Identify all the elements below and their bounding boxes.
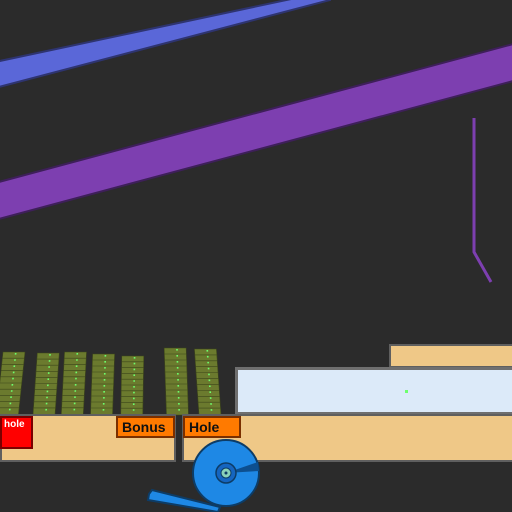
bonus-target[interactable]: Bonus — [116, 416, 175, 438]
domino-dot — [177, 373, 179, 375]
domino-dot — [74, 384, 77, 386]
domino-dot — [132, 409, 135, 411]
hole-small-label: hole — [4, 419, 25, 430]
purple-ramp — [0, 43, 512, 220]
domino-dot — [103, 379, 106, 381]
domino-dot — [208, 373, 210, 376]
domino-dot — [8, 408, 11, 411]
domino-dot — [133, 380, 135, 382]
blue-flipper[interactable] — [146, 488, 222, 512]
domino-dot — [206, 350, 209, 352]
domino-dot — [48, 360, 51, 362]
domino-dot — [209, 397, 212, 399]
domino-dot — [75, 377, 77, 380]
domino-dot — [104, 367, 106, 369]
domino-dot — [207, 367, 210, 370]
domino-dot — [13, 365, 16, 367]
domino-dot — [209, 391, 212, 393]
domino-dot — [47, 372, 50, 374]
domino-dot — [11, 384, 14, 386]
domino-dot — [76, 353, 79, 355]
domino-dot — [206, 355, 209, 358]
domino-dot — [74, 390, 77, 392]
purple-hook — [472, 118, 493, 283]
domino-dot — [45, 402, 48, 405]
domino-dot — [210, 403, 212, 405]
domino-dot — [14, 359, 16, 361]
domino-dot — [75, 371, 78, 374]
domino-dot — [103, 385, 106, 387]
glass-dot — [405, 390, 408, 393]
hole-small-target[interactable]: hole — [0, 416, 33, 449]
domino-dot — [12, 371, 15, 374]
domino-dot — [178, 409, 180, 411]
domino-dot — [177, 397, 180, 399]
domino-dot — [133, 362, 136, 365]
glass-panel — [235, 367, 512, 415]
domino-dot — [104, 355, 107, 357]
domino-dot — [74, 396, 76, 398]
domino-dot — [133, 374, 136, 376]
domino-dot — [176, 367, 179, 369]
domino-dot — [73, 402, 76, 405]
domino-dot — [103, 397, 105, 399]
domino-dot — [133, 386, 135, 388]
domino-dot — [47, 384, 49, 387]
domino-dot — [73, 408, 76, 411]
domino-dot — [76, 359, 78, 361]
domino-dot — [46, 390, 49, 393]
upper-right-platform — [389, 344, 512, 368]
hole-target[interactable]: Hole — [183, 416, 241, 438]
domino-dot — [49, 354, 51, 356]
domino-dot — [103, 391, 105, 393]
domino-dot — [75, 365, 78, 367]
domino-dot — [47, 378, 50, 380]
domino-dot — [133, 397, 135, 400]
domino-dot — [9, 402, 12, 405]
domino-dot — [176, 349, 178, 351]
blue-ramp — [0, 0, 331, 88]
domino-dot — [177, 379, 179, 381]
domino-pile[interactable] — [0, 347, 222, 416]
domino-dot — [177, 385, 180, 387]
domino-dot — [176, 361, 179, 363]
domino-dot — [177, 391, 180, 393]
domino-dot — [104, 361, 106, 363]
domino — [165, 407, 189, 416]
domino-dot — [132, 403, 135, 405]
domino-dot — [14, 353, 17, 355]
domino-dot — [210, 409, 213, 411]
domino-dot — [133, 368, 136, 371]
domino-dot — [208, 379, 211, 382]
domino-dot — [12, 377, 14, 380]
domino-dot — [102, 403, 105, 405]
domino-dot — [103, 373, 106, 375]
domino-dot — [178, 403, 180, 405]
domino-dot — [102, 409, 105, 411]
domino-dot — [10, 396, 12, 398]
domino-dot — [207, 361, 210, 364]
bonus-label: Bonus — [122, 419, 166, 435]
domino-dot — [176, 355, 179, 357]
domino-dot — [133, 357, 136, 359]
domino-dot — [10, 390, 13, 392]
domino-dot — [46, 396, 48, 399]
domino-dot — [133, 391, 135, 394]
hole-label: Hole — [189, 419, 220, 435]
domino-dot — [45, 408, 48, 411]
domino-dot — [48, 366, 50, 368]
domino-dot — [208, 385, 211, 388]
